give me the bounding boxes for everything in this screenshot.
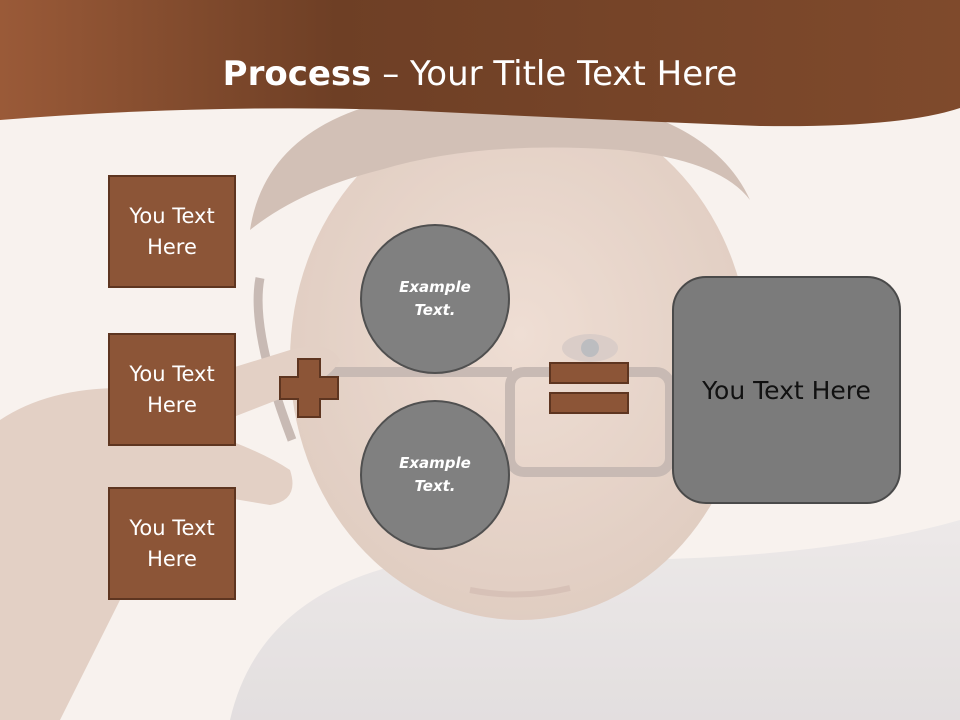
input-box-1-label: You Text Here — [129, 203, 215, 259]
example-circle-1[interactable]: Example Text. — [360, 224, 510, 374]
result-box[interactable]: You Text Here — [672, 276, 901, 504]
header-band — [0, 0, 960, 127]
example-circle-2[interactable]: Example Text. — [360, 400, 510, 550]
slide-title: Process – Your Title Text Here — [0, 52, 960, 96]
input-box-1[interactable]: You Text Here — [108, 175, 236, 288]
input-box-2[interactable]: You Text Here — [108, 333, 236, 446]
example-circle-1-label: Example Text. — [399, 278, 471, 319]
plus-icon — [279, 358, 339, 418]
equals-icon — [549, 362, 629, 414]
input-box-3-label: You Text Here — [129, 515, 215, 571]
input-box-2-label: You Text Here — [129, 361, 215, 417]
input-box-3[interactable]: You Text Here — [108, 487, 236, 600]
title-rest: Your Title Text Here — [410, 54, 738, 94]
title-bold: Process — [222, 54, 372, 94]
result-box-label: You Text Here — [702, 375, 871, 405]
example-circle-2-label: Example Text. — [399, 454, 471, 495]
title-dash: – — [371, 54, 411, 94]
